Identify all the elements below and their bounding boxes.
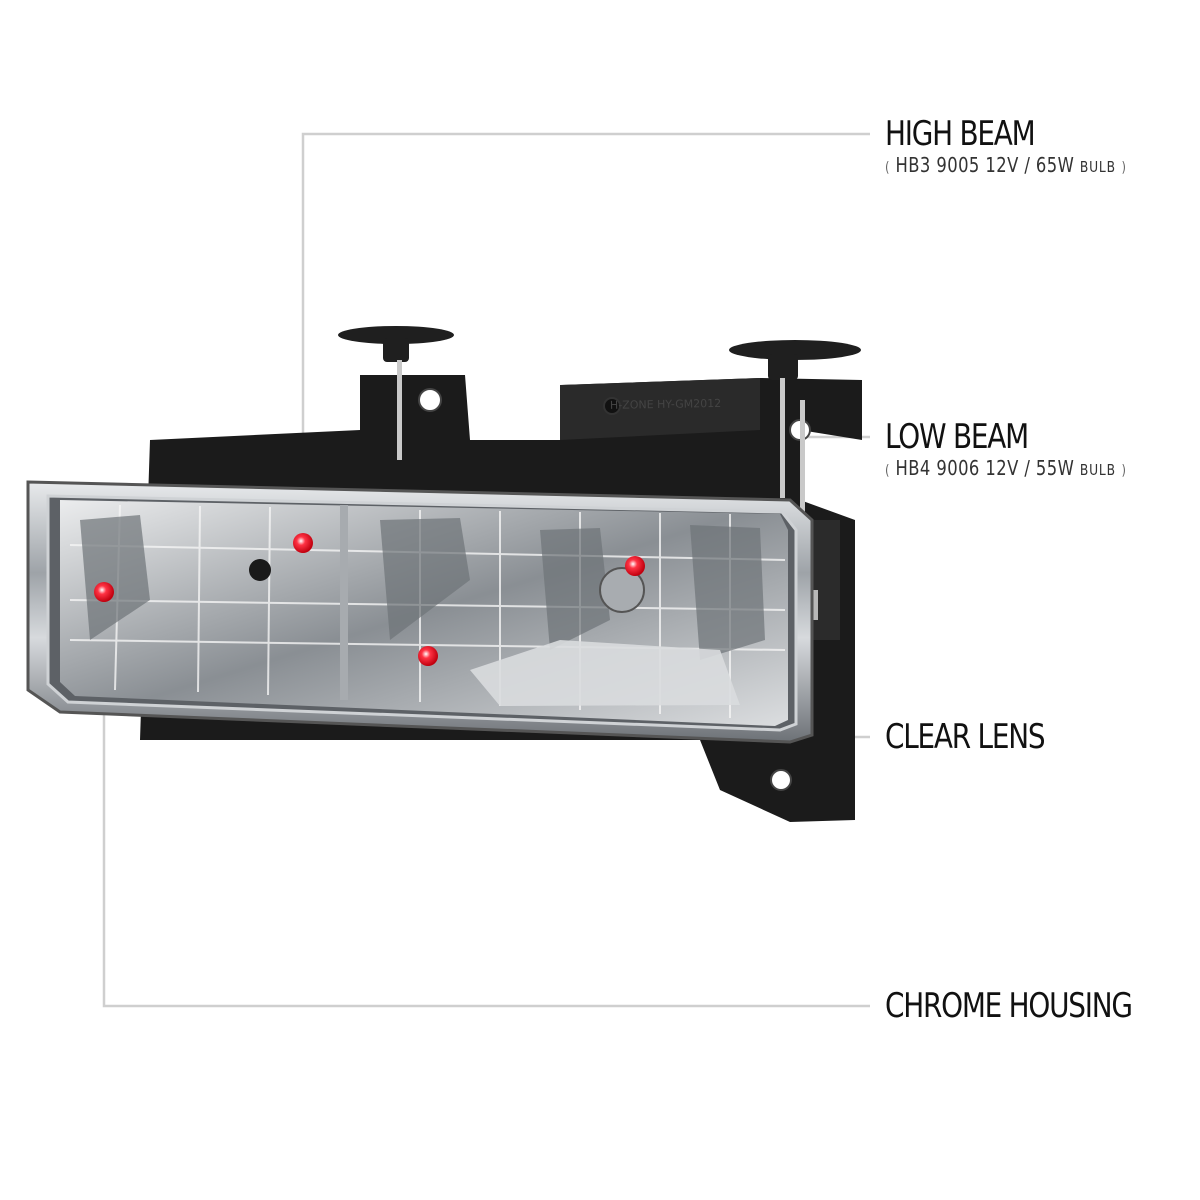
paren-close: ) xyxy=(1121,463,1127,479)
marker-high-beam xyxy=(293,533,313,553)
chrome-housing-leader xyxy=(102,592,870,1008)
low-beam-title: LOW BEAM xyxy=(885,417,1029,457)
low-beam-spec: ( HB4 9006 12V / 55W BULB ) xyxy=(885,457,1126,482)
adjuster-knob-left xyxy=(338,326,454,460)
high-beam-unit: BULB xyxy=(1079,158,1116,176)
chrome-housing-title: CHROME HOUSING xyxy=(885,986,1133,1026)
paren-close: ) xyxy=(1121,160,1127,176)
clear-lens-title: CLEAR LENS xyxy=(885,717,1046,757)
housing-marking: H-ZONE HY-GM2012 xyxy=(610,397,721,412)
low-beam-code: HB4 xyxy=(895,456,931,480)
low-beam-unit: BULB xyxy=(1079,461,1116,479)
paren-open: ( xyxy=(885,160,890,176)
marker-chrome-housing xyxy=(94,582,114,602)
high-beam-spec: ( HB3 9005 12V / 65W BULB ) xyxy=(885,154,1126,179)
paren-open: ( xyxy=(885,463,890,479)
high-beam-title: HIGH BEAM xyxy=(885,114,1036,154)
clear-lens xyxy=(60,500,788,726)
callout-markers xyxy=(94,533,645,666)
callout-high-beam: HIGH BEAM ( HB3 9005 12V / 65W BULB ) xyxy=(885,114,1179,179)
callout-clear-lens: CLEAR LENS xyxy=(885,717,1079,757)
callout-low-beam: LOW BEAM ( HB4 9006 12V / 55W BULB ) xyxy=(885,417,1179,482)
low-beam-number: 9006 xyxy=(936,456,980,480)
high-beam-code: HB3 xyxy=(895,153,931,177)
marker-low-beam xyxy=(625,556,645,576)
high-beam-leader xyxy=(301,132,870,543)
high-beam-number: 9005 xyxy=(936,153,980,177)
low-beam-rating: 12V / 55W xyxy=(985,456,1075,480)
high-beam-rating: 12V / 65W xyxy=(985,153,1075,177)
callout-chrome-housing: CHROME HOUSING xyxy=(885,986,1186,1026)
marker-clear-lens xyxy=(418,646,438,666)
adjuster-knob-right xyxy=(729,340,861,520)
